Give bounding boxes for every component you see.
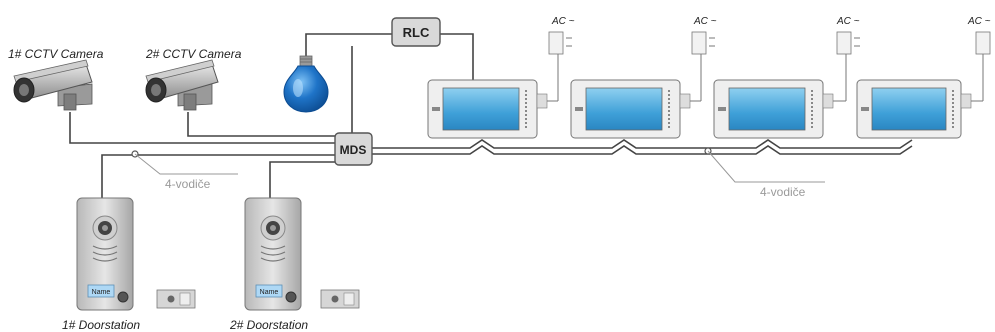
power-label: AC ~ xyxy=(551,16,575,27)
name-tag: Name xyxy=(92,289,111,296)
doorstation-label: 1# Doorstation xyxy=(62,318,140,332)
power-adapter-icon xyxy=(536,31,572,109)
monitor-2: AC ~ xyxy=(570,16,717,139)
monitor-4: AC ~ xyxy=(856,16,991,139)
light-bulb-icon xyxy=(283,55,329,113)
camera-label: 1# CCTV Camera xyxy=(8,47,104,61)
cctv-camera-icon xyxy=(145,59,219,111)
mds-box: MDS xyxy=(334,132,373,166)
indoor-monitor-icon xyxy=(427,79,538,139)
mds-label: MDS xyxy=(340,143,367,157)
power-label: AC ~ xyxy=(836,16,860,27)
wire-label-right: 4-vodiče xyxy=(760,185,806,199)
wiring xyxy=(69,33,913,198)
cctv-camera-2: 2# CCTV Camera xyxy=(145,47,242,111)
power-label: AC ~ xyxy=(967,16,991,27)
doorstation-icon xyxy=(244,197,302,311)
indoor-monitor-icon xyxy=(713,79,824,139)
cctv-camera-icon xyxy=(13,59,93,111)
monitor-3: AC ~ xyxy=(713,16,860,139)
power-adapter-icon xyxy=(822,31,860,109)
doorstation-icon xyxy=(76,197,134,311)
doorstation-label: 2# Doorstation xyxy=(229,318,308,332)
rlc-box: RLC xyxy=(391,17,441,47)
rlc-label: RLC xyxy=(403,25,430,40)
door-lock-icon xyxy=(156,289,196,309)
indoor-monitor-icon xyxy=(856,79,962,139)
monitor-1: AC ~ xyxy=(427,16,575,139)
indoor-monitor-icon xyxy=(570,79,681,139)
cctv-camera-1: 1# CCTV Camera xyxy=(8,47,104,111)
doorstation-2: Name 2# Doorstation xyxy=(229,197,360,332)
name-tag: Name xyxy=(260,289,279,296)
power-adapter-icon xyxy=(679,31,715,109)
door-lock-icon xyxy=(320,289,360,309)
wire-label-left: 4-vodiče xyxy=(165,177,211,191)
camera-label: 2# CCTV Camera xyxy=(145,47,242,61)
power-label: AC ~ xyxy=(693,16,717,27)
power-adapter-icon xyxy=(960,31,991,109)
doorstation-1: Name 1# Doorstation xyxy=(62,197,196,332)
